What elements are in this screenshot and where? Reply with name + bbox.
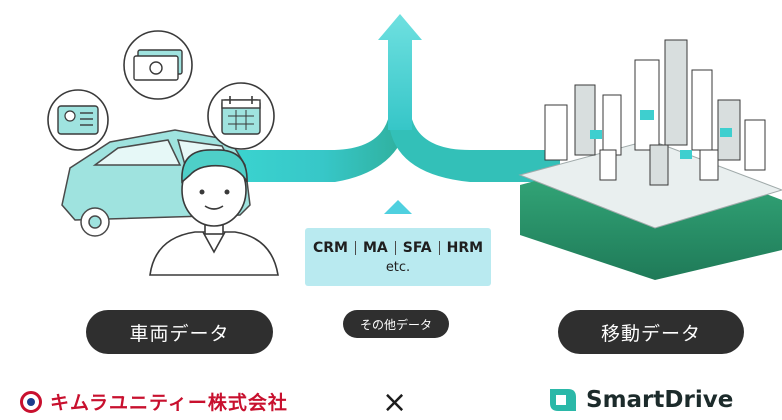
flow-band-left (235, 110, 410, 182)
kimura-logo-text: キムラユニティー株式会社 (50, 392, 288, 414)
item-ma: MA (362, 239, 388, 256)
other-data-box: CRM MA SFA HRM etc. (305, 228, 491, 286)
kimura-mark-icon (20, 390, 42, 413)
smartdrive-logo-text: SmartDrive (586, 387, 734, 413)
calendar-icon (207, 82, 275, 150)
movement-data-label: 移動データ (558, 310, 744, 354)
id-card-icon (47, 89, 109, 151)
vehicle-data-label: 車両データ (86, 310, 273, 354)
separator (394, 240, 396, 255)
collaboration-times-symbol: × (382, 385, 408, 420)
smartdrive-mark-icon (550, 389, 576, 411)
item-crm: CRM (312, 239, 348, 256)
mobility-platform-illustration (518, 39, 782, 280)
up-arrow (378, 14, 422, 130)
data-box-items: CRM MA SFA HRM (306, 240, 490, 256)
item-hrm: HRM (446, 239, 484, 256)
flow-band-right (390, 110, 560, 182)
money-icon (123, 30, 193, 100)
other-data-label: その他データ (343, 310, 449, 338)
separator (438, 240, 440, 255)
person-illustration (149, 149, 279, 276)
item-sfa: SFA (402, 239, 432, 256)
smartdrive-logo: SmartDrive (548, 387, 733, 413)
data-box-etc: etc. (385, 259, 411, 275)
separator (354, 240, 356, 255)
data-box-pointer (384, 200, 412, 214)
kimura-unity-logo: キムラユニティー株式会社 (20, 388, 288, 415)
